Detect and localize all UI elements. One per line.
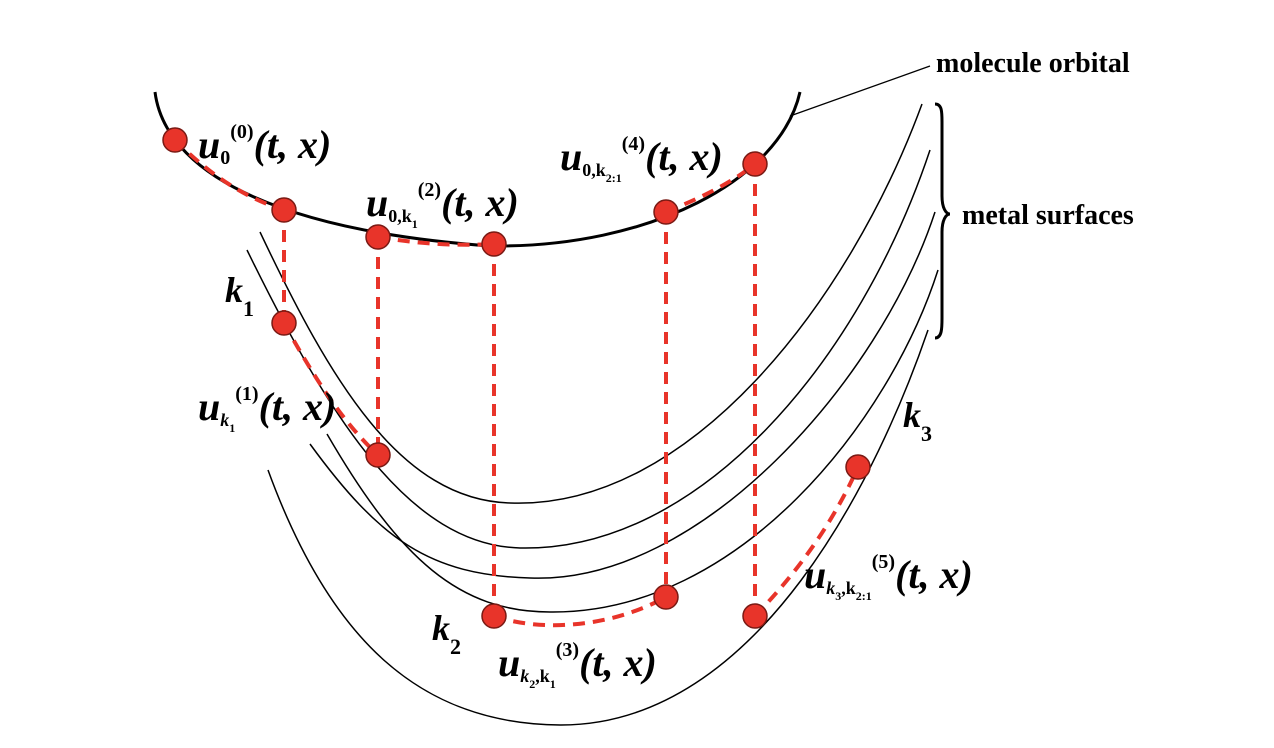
metal-surfaces-brace	[934, 102, 951, 340]
u3-label: uk2,k1(3)(t, x)	[498, 639, 657, 691]
u5-label: uk3,k2:1(5)(t, x)	[804, 551, 973, 603]
k3-label: k3	[903, 395, 932, 446]
metal-surfaces-label: metal surfaces	[962, 200, 1134, 231]
k2-label: k2	[432, 608, 461, 659]
point-u0-start	[162, 127, 188, 153]
molecule-orbital-leader-line	[789, 65, 931, 117]
point-5	[742, 151, 768, 177]
path-segment-u0	[173, 138, 285, 212]
path-segment-u5	[753, 466, 860, 618]
path-segment-u3	[493, 595, 667, 628]
point-k1	[271, 310, 297, 336]
point-1	[271, 197, 297, 223]
point-3	[481, 231, 507, 257]
k1-label: k1	[225, 270, 254, 321]
u4-label: u0,k2:1(4)(t, x)	[560, 133, 723, 185]
point-k2	[481, 603, 507, 629]
metal-surface-4	[326, 269, 939, 613]
u2-label: u0,k1(2)(t, x)	[366, 179, 519, 231]
metal-surface-1	[259, 103, 923, 504]
molecule-orbital-label: molecule orbital	[936, 48, 1130, 79]
point-6	[365, 442, 391, 468]
u1-label: uk1(1)(t, x)	[198, 383, 336, 435]
point-4	[653, 199, 679, 225]
metal-surface-2	[246, 149, 931, 549]
point-2	[365, 224, 391, 250]
point-8	[742, 603, 768, 629]
path-segment-u1	[282, 322, 380, 457]
point-7	[653, 584, 679, 610]
u0-label: u0(0)(t, x)	[198, 121, 331, 169]
point-k3	[845, 454, 871, 480]
metal-surface-3	[309, 211, 936, 579]
